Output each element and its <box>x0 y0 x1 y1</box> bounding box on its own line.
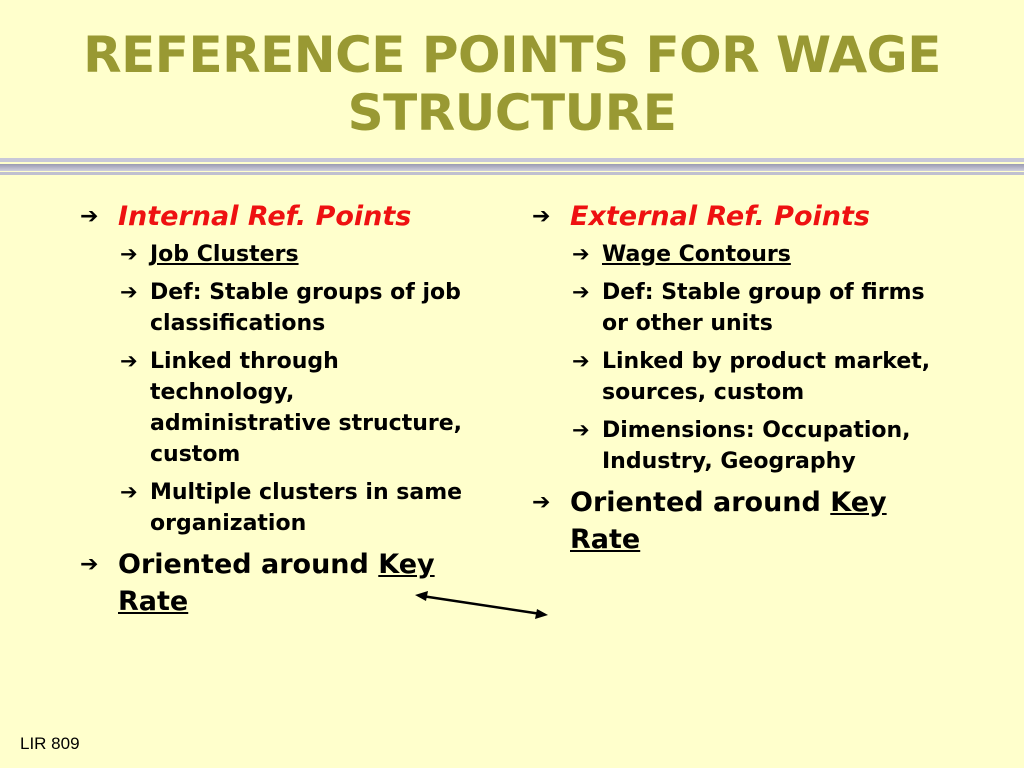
footer-course-code: LIR 809 <box>20 734 80 753</box>
arrow-bullet-icon: ➔ <box>120 480 138 504</box>
list-item: ➔ Def: Stable groups of job classificati… <box>120 277 480 339</box>
rate-word: Rate <box>570 524 641 555</box>
arrow-bullet-icon: ➔ <box>120 242 138 266</box>
external-ref-subitems: ➔ Wage Contours ➔ Def: Stable group of f… <box>572 239 932 477</box>
arrow-bullet-icon: ➔ <box>572 349 590 373</box>
list-item: ➔ Linked by product market, sources, cus… <box>572 346 932 408</box>
list-item: ➔ Multiple clusters in same organization <box>120 477 480 539</box>
list-item: ➔ Def: Stable group of firms or other un… <box>572 277 932 339</box>
title-divider <box>0 158 1024 178</box>
arrow-bullet-icon: ➔ <box>80 204 99 229</box>
slide-title: REFERENCE POINTS FOR WAGE STRUCTURE <box>0 26 1024 142</box>
arrow-bullet-icon: ➔ <box>532 490 551 515</box>
internal-ref-column: ➔ Internal Ref. Points ➔ Job Clusters ➔ … <box>80 198 480 620</box>
arrow-bullet-icon: ➔ <box>572 418 590 442</box>
internal-ref-heading: ➔ Internal Ref. Points <box>80 198 480 235</box>
arrow-bullet-icon: ➔ <box>532 204 551 229</box>
list-item: ➔ Job Clusters <box>120 239 480 270</box>
list-item: ➔ Wage Contours <box>572 239 932 270</box>
arrow-bullet-icon: ➔ <box>80 552 99 577</box>
rate-word: Rate <box>118 586 189 617</box>
key-word: Key <box>378 549 435 580</box>
arrow-bullet-icon: ➔ <box>120 280 138 304</box>
title-line-1: REFERENCE POINTS FOR WAGE <box>83 26 941 84</box>
arrow-bullet-icon: ➔ <box>572 280 590 304</box>
internal-ref-subitems: ➔ Job Clusters ➔ Def: Stable groups of j… <box>120 239 480 539</box>
list-item: ➔ Linked through technology, administrat… <box>120 346 480 470</box>
list-item: ➔ Dimensions: Occupation, Industry, Geog… <box>572 415 932 477</box>
arrow-bullet-icon: ➔ <box>572 242 590 266</box>
external-ref-column: ➔ External Ref. Points ➔ Wage Contours ➔… <box>532 198 932 558</box>
arrow-bullet-icon: ➔ <box>120 349 138 373</box>
key-word: Key <box>830 487 887 518</box>
external-ref-heading: ➔ External Ref. Points <box>532 198 932 235</box>
title-line-2: STRUCTURE <box>347 84 677 142</box>
